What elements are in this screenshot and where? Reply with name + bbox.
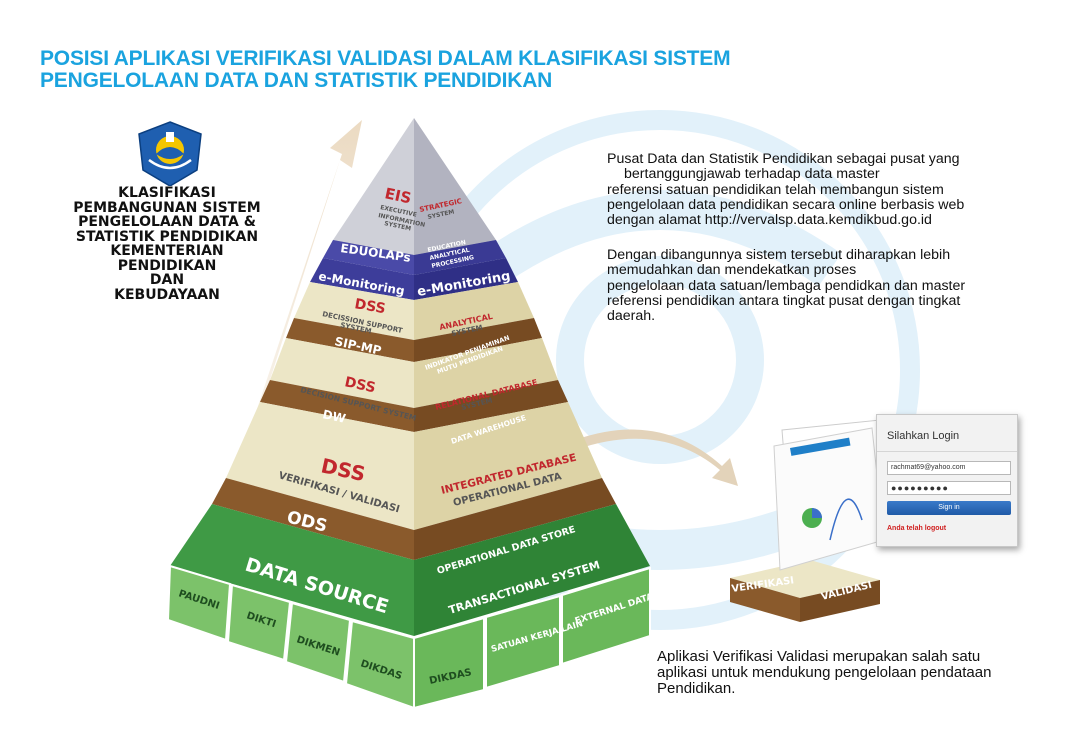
eis-title: EIS: [383, 184, 413, 207]
paragraph-line: referensi satuan pendidikan telah memban…: [607, 181, 944, 198]
paragraph-line: Pusat Data dan Statistik Pendidikan seba…: [607, 151, 960, 167]
description-paragraph-3: Aplikasi Verifikasi Validasi merupakan s…: [657, 649, 1083, 697]
klasifikasi-label: KLASIFIKASI PEMBANGUNAN SISTEM PENGELOLA…: [62, 186, 272, 302]
paragraph-line: Dengan dibangunnya sistem tersebut dihar…: [607, 247, 951, 263]
layer-dss-relational: [260, 338, 568, 432]
klasifikasi-line: STATISTIK PENDIDIKAN: [75, 228, 259, 245]
document-pages-illustration: [773, 419, 889, 571]
klasifikasi-line: PENGELOLAAN DATA &: [78, 214, 256, 230]
paragraph-line: dengan alamat http://vervalsp.data.kemdi…: [607, 212, 932, 229]
paragraph-line: pengelolaan data pendidikan secara onlin…: [607, 196, 965, 213]
username-field[interactable]: rachmat69@yahoo.com: [887, 461, 1011, 475]
layer-data-source: [170, 504, 650, 636]
dss2-title: DSS: [343, 374, 377, 396]
verval-box: [730, 560, 880, 622]
paragraph-line: bertanggungjawab terhadap data master: [624, 166, 880, 183]
page-title: POSISI APLIKASI VERIFIKASI VALIDASI DALA…: [40, 47, 731, 92]
logout-message: Anda telah logout: [887, 525, 947, 532]
curved-arrow-to-verval: [575, 429, 738, 486]
page-title-line-1: POSISI APLIKASI VERIFIKASI VALIDASI DALA…: [40, 47, 731, 70]
tut-wuri-handayani-logo: [138, 121, 202, 186]
password-field[interactable]: ●●●●●●●●●: [887, 481, 1011, 495]
page-title-line-2: PENGELOLAAN DATA DAN STATISTIK PENDIDIKA…: [40, 69, 553, 92]
dss2-band-left: DW: [321, 407, 347, 426]
klasifikasi-line: KEBUDAYAAN: [114, 286, 220, 303]
layer-eduolaps: [323, 240, 506, 275]
dss1-title: DSS: [353, 296, 386, 317]
paragraph-line: referensi pendidikan antara tingkat pusa…: [607, 292, 961, 309]
paragraph-line: Aplikasi Verifikasi Validasi merupakan s…: [657, 648, 981, 665]
layer-emonitoring: [310, 258, 518, 300]
klasifikasi-line: PEMBANGUNAN SISTEM: [73, 199, 261, 216]
paragraph-line: aplikasi untuk mendukung pengelolaan pen…: [657, 664, 992, 681]
paragraph-line: daerah.: [607, 308, 656, 325]
login-title: Silahkan Login: [887, 430, 960, 442]
paragraph-line: Pendidikan.: [657, 680, 736, 697]
klasifikasi-line: PENDIDIKAN: [117, 257, 217, 274]
login-panel: Silahkan Login rachmat69@yahoo.com ●●●●●…: [876, 414, 1018, 547]
paragraph-line: pengelolaan data satuan/lembaga pendidka…: [607, 277, 966, 294]
klasifikasi-line: KLASIFIKASI: [118, 185, 216, 201]
klasifikasi-line: DAN: [149, 272, 185, 288]
description-paragraph-2: Dengan dibangunnya sistem tersebut dihar…: [607, 247, 1052, 325]
paragraph-line: memudahkan dan mendekatkan proses: [607, 262, 857, 279]
sign-in-button[interactable]: Sign in: [887, 501, 1011, 515]
description-paragraph-1: Pusat Data dan Statistik Pendidikan seba…: [607, 151, 1052, 229]
layer-dss-integrated: [212, 402, 616, 560]
klasifikasi-line: KEMENTERIAN: [110, 243, 224, 259]
login-divider: [877, 451, 1017, 452]
layer-dss-analytical: [286, 282, 542, 362]
layer-sources: [166, 564, 651, 710]
